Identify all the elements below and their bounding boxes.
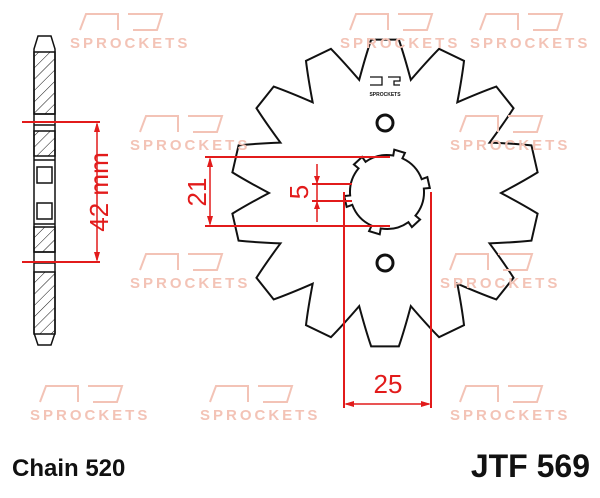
logo-small-text: SPROCKETS (369, 92, 401, 98)
watermark-text: SPROCKETS (130, 137, 250, 154)
watermark-logo (139, 253, 224, 271)
watermark-layer: SPROCKETS SPROCKETS SPROCKETS SPROCKETS SPRO… (30, 13, 590, 424)
spline-hole (342, 148, 432, 236)
part-number: JTF 569 (470, 448, 590, 484)
sprocket-outline (231, 38, 539, 348)
chain-label: Chain 520 (12, 455, 126, 482)
dim-spline-diameter-label: 25 (374, 369, 403, 399)
watermark-logo (459, 115, 544, 133)
watermark-logo (139, 115, 224, 133)
watermark-logo (459, 385, 544, 403)
dim-offset-label: 42 mm (84, 152, 114, 231)
watermark-text: SPROCKETS (470, 35, 590, 52)
watermark-text: SPROCKETS (450, 137, 570, 154)
watermark-text: SPROCKETS (340, 35, 460, 52)
watermark-text: SPROCKETS (70, 35, 190, 52)
watermark-text: SPROCKETS (30, 407, 150, 424)
watermark-logo (449, 253, 534, 271)
watermark-text: SPROCKETS (130, 275, 250, 292)
watermark-text: SPROCKETS (440, 275, 560, 292)
dim-spline-width-label: 5 (284, 185, 314, 199)
bolt-hole-bottom (375, 253, 395, 273)
watermark-text: SPROCKETS (450, 407, 570, 424)
watermark-logo (479, 13, 564, 31)
watermark-logo (349, 13, 434, 31)
watermark-logo (79, 13, 164, 31)
side-profile (33, 35, 56, 346)
bolt-hole-top (375, 113, 395, 133)
jt-logo-small: SPROCKETS (369, 76, 401, 98)
watermark-logo (39, 385, 124, 403)
dimension-lines (22, 121, 432, 408)
dim-spline-height-label: 21 (182, 178, 212, 207)
watermark-logo (209, 385, 294, 403)
watermark-text: SPROCKETS (200, 407, 320, 424)
